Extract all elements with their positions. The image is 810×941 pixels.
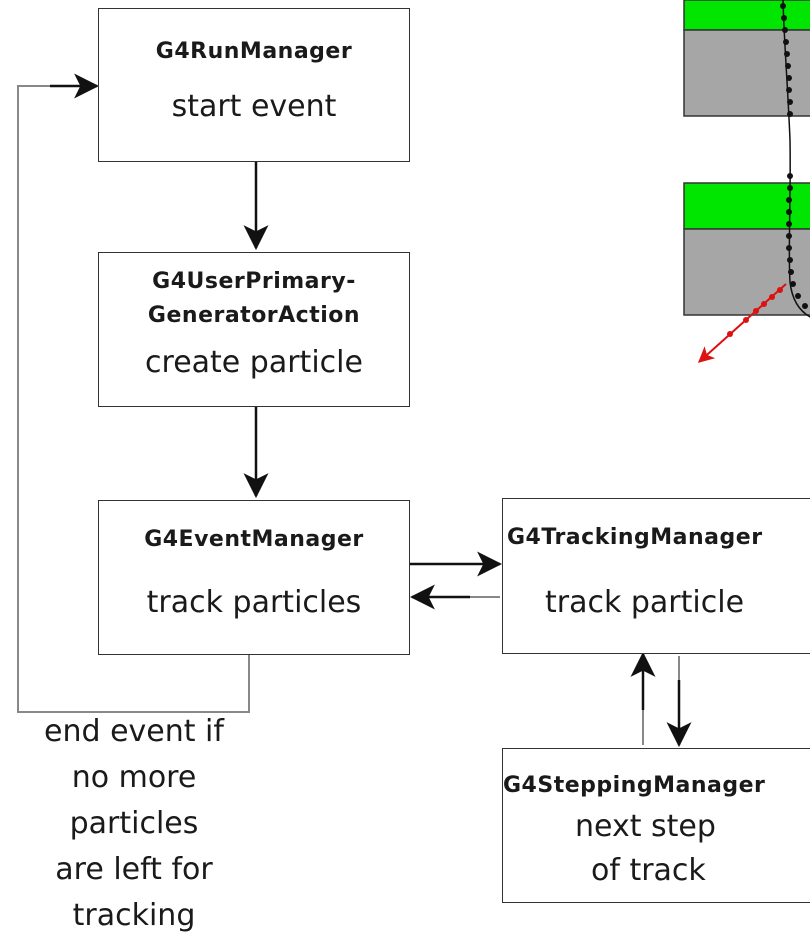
loop-back-line [17, 85, 250, 713]
primary-track [782, 0, 810, 318]
primary-generator-box: G4UserPrimary- GeneratorAction create pa… [98, 252, 410, 407]
detector-layer-1-active [683, 0, 810, 31]
end-event-note-line: tracking [72, 898, 196, 933]
end-event-note-line: particles [69, 806, 199, 841]
run-manager-box: G4RunManager start event [98, 8, 410, 162]
run-manager-title: G4RunManager [155, 39, 353, 64]
tracking-manager-box: G4TrackingManager track particle [502, 498, 810, 654]
secondary-track-steps [727, 287, 783, 337]
run-manager-subtitle: start event [171, 89, 337, 124]
primary-generator-title-line2: GeneratorAction [147, 303, 361, 328]
end-event-note-line: no more [71, 760, 197, 795]
tracking-manager-title: G4TrackingManager [507, 525, 763, 550]
primary-generator-title-line1: G4UserPrimary- [152, 269, 356, 294]
stepping-manager-box: G4SteppingManager next step of track [502, 748, 810, 903]
end-event-note-line: end event if [44, 714, 224, 749]
stepping-manager-subtitle-line2: of track [591, 853, 706, 888]
primary-track-steps [780, 3, 808, 309]
primary-generator-subtitle: create particle [145, 345, 363, 380]
end-event-note: end event if no more particles are left … [20, 709, 248, 939]
event-manager-subtitle: track particles [146, 585, 362, 620]
tracking-manager-subtitle: track particle [545, 585, 745, 620]
stepping-manager-subtitle-line1: next step [575, 809, 716, 844]
end-event-note-line: are left for [55, 852, 213, 887]
event-manager-box: G4EventManager track particles [98, 500, 410, 655]
event-manager-title: G4EventManager [144, 527, 364, 552]
stepping-manager-title: G4SteppingManager [503, 773, 766, 798]
